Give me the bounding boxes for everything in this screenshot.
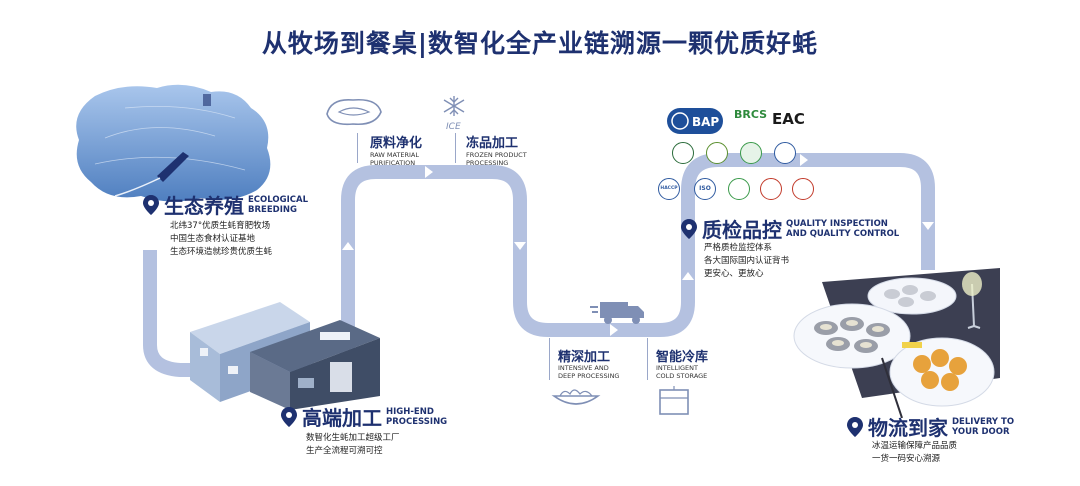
food-bowl-icon bbox=[551, 389, 601, 405]
arrow-down bbox=[514, 242, 526, 250]
connector-line bbox=[549, 338, 550, 380]
connector-line bbox=[647, 338, 648, 380]
green-food-label-icon bbox=[740, 142, 762, 164]
brcs-logo: BRCS bbox=[734, 108, 768, 121]
arrow-right bbox=[800, 154, 808, 166]
location-pin-icon bbox=[681, 218, 697, 239]
connector-line bbox=[357, 133, 358, 163]
stage-quality-cn: 质检品控 bbox=[702, 218, 782, 242]
stage-frozen-cn: 冻品加工 bbox=[466, 136, 519, 151]
eac-logo: EAC bbox=[772, 110, 805, 128]
page-title: 从牧场到餐桌|数智化全产业链溯源一颗优质好蚝 bbox=[261, 29, 819, 58]
green-food-cert-icon bbox=[672, 142, 694, 164]
svg-text:BAP: BAP bbox=[692, 115, 719, 129]
haccp-cert-icon: HACCP bbox=[658, 178, 680, 200]
stage-quality-desc: 严格质检监控体系 各大国际国内认证背书 更安心、更放心 bbox=[704, 243, 790, 279]
stage-intensive-cn: 精深加工 bbox=[558, 350, 611, 365]
honor-cert-icon bbox=[792, 178, 814, 200]
bap-logo: BAP bbox=[667, 108, 723, 134]
location-pin-icon bbox=[281, 406, 297, 427]
location-pin-icon bbox=[847, 416, 863, 437]
connector-line bbox=[455, 133, 456, 163]
arrow-up bbox=[682, 272, 694, 280]
stage-purification-cn: 原料净化 bbox=[370, 136, 423, 151]
stage-processing-cn: 高端加工 bbox=[302, 406, 382, 430]
stage-breeding-desc: 北纬37°优质生蚝育肥牧场 中国生态食材认证基地 生态环境造就珍贵优质生蚝 bbox=[170, 221, 273, 257]
snowflake-icon: ICE bbox=[443, 96, 465, 132]
arrow-right bbox=[610, 324, 618, 336]
arrow-down bbox=[922, 222, 934, 230]
ice-label: ICE bbox=[446, 122, 461, 132]
oyster-dishes-illustration bbox=[793, 268, 1000, 418]
sea-map-illustration bbox=[76, 84, 271, 202]
location-pin-icon bbox=[143, 194, 159, 215]
storage-box-icon bbox=[659, 386, 689, 415]
stage-delivery-desc: 冰温运输保障产品品质 一货一码安心溯源 bbox=[872, 441, 958, 464]
stage-processing-desc: 数智化生蚝加工超级工厂 生产全流程可溯可控 bbox=[306, 433, 400, 456]
stage-cold-cn: 智能冷库 bbox=[656, 350, 709, 365]
oyster-icon bbox=[326, 98, 382, 126]
iso-cert-icon: ISO bbox=[694, 178, 716, 200]
ecological-cert-icon bbox=[728, 178, 750, 200]
organic-cert-icon bbox=[706, 142, 728, 164]
brand-cert-icon bbox=[760, 178, 782, 200]
stage-breeding-cn: 生态养殖 bbox=[164, 194, 244, 218]
stage-delivery-cn: 物流到家 bbox=[868, 416, 948, 440]
arrow-up bbox=[342, 242, 354, 250]
route-arrows bbox=[342, 154, 934, 336]
truck-icon bbox=[590, 302, 644, 324]
arrow-right bbox=[425, 166, 433, 178]
factory-illustration bbox=[190, 302, 380, 410]
geographic-indication-cert-icon bbox=[774, 142, 796, 164]
